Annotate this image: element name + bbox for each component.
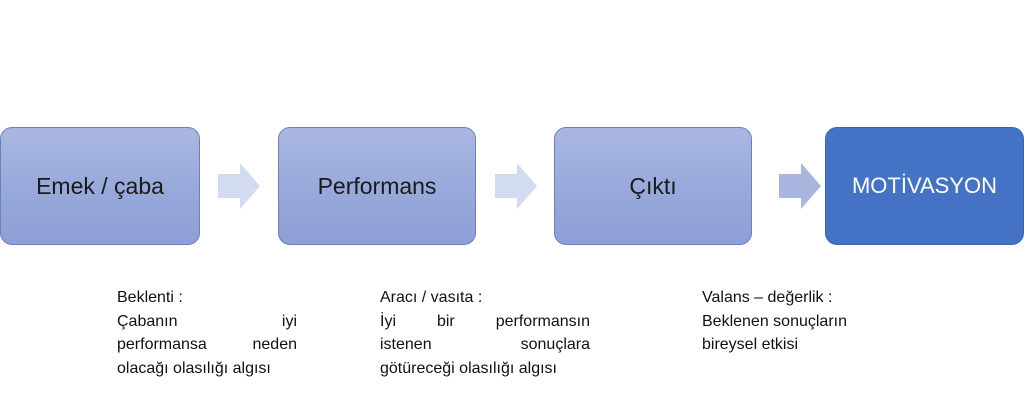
note-line: İyi bir performansın [380,312,590,330]
node-label: Emek / çaba [36,172,164,199]
arrow-right-icon [779,163,821,209]
note-line: bireysel etkisi [702,336,799,353]
note-line: istenen sonuçlara [380,336,590,353]
note-line: olacağı olasılığı algısı [117,359,271,377]
node-performans: Performans [278,127,476,245]
node-motivasyon: MOTİVASYON [825,127,1024,245]
note-title: Valans – değerlik : [702,289,833,306]
node-label: MOTİVASYON [851,173,998,198]
note-line: Çabanın iyi [117,312,297,330]
note-title: Beklenti : [117,289,183,306]
note-title: Aracı / vasıta : [380,289,483,306]
note-line: Beklenen sonuçların [702,312,847,330]
note-beklenti: Beklenti : Çabanın iyi performansa neden… [117,286,297,380]
note-line: performansa neden [117,336,297,353]
node-cikti: Çıktı [554,127,752,245]
arrow-right-icon [218,163,260,209]
node-label: Çıktı [629,172,677,199]
node-emek-caba: Emek / çaba [0,127,200,245]
arrow-right-icon [495,163,537,209]
note-line: götüreceği olasılığı algısı [380,359,557,377]
node-label: Performans [317,172,437,199]
note-valans: Valans – değerlik : Beklenen sonuçların … [702,286,892,357]
note-araci: Aracı / vasıta : İyi bir performansın is… [380,286,590,380]
